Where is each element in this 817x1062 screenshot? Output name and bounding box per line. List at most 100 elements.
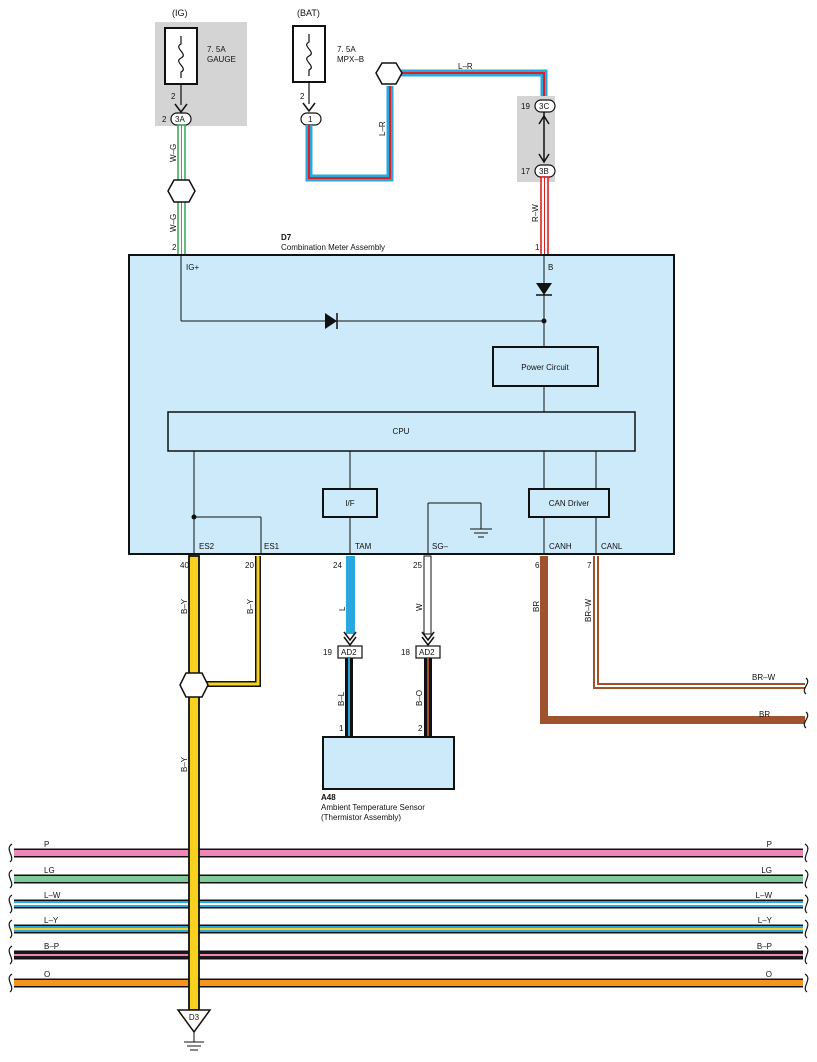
can-driver-label: CAN Driver — [549, 499, 590, 508]
break-mark-icon — [804, 843, 809, 863]
fuse-ig-element-icon — [178, 36, 184, 78]
fuse-ig-rating: 7. 5A — [207, 45, 226, 54]
sensor-name: Ambient Temperature Sensor — [321, 803, 425, 812]
break-mark-icon — [8, 894, 13, 914]
terminal-es1-label: ES1 — [264, 542, 280, 551]
ambient-temperature-sensor: A48 Ambient Temperature Sensor (Thermist… — [321, 736, 455, 822]
wire-l-r: L–R L–R — [305, 62, 548, 182]
bus-label-left: P — [44, 840, 49, 849]
meter-name: Combination Meter Assembly — [281, 243, 385, 252]
sensor-body — [322, 736, 455, 790]
sensor-code: A48 — [321, 793, 336, 802]
wire-ig-upper-label: W–G — [169, 144, 178, 162]
terminal-es2-label: ES2 — [199, 542, 215, 551]
fuse-ig: (IG) 7. 5A GAUGE 2 3A 2 — [155, 8, 247, 126]
break-mark-icon — [8, 869, 13, 889]
meter-pin-ig: 2 — [172, 243, 177, 252]
break-mark-icon — [804, 973, 809, 993]
terminal-ig-label: IG+ — [186, 263, 199, 272]
bus-label-right: B–P — [757, 942, 772, 951]
break-mark-icon — [804, 869, 809, 889]
meter-pin-es2: 40 — [180, 561, 189, 570]
wire-tam-label: L — [338, 606, 347, 611]
break-mark-icon — [8, 843, 13, 863]
bus-label-right: L–W — [756, 891, 773, 900]
wire-canh-right-label: BR — [759, 710, 770, 719]
bus-label-right: O — [766, 970, 772, 979]
sensor-pin-1: 1 — [339, 724, 344, 733]
connector-ad2-18-label: AD2 — [419, 648, 435, 657]
meter-pin-tam: 24 — [333, 561, 342, 570]
terminal-canh-label: CANH — [549, 542, 572, 551]
terminal-b-label: B — [548, 263, 553, 272]
can-driver-block — [528, 488, 610, 518]
bus-label-left: B–P — [44, 942, 59, 951]
meter-pin-sg: 25 — [413, 561, 422, 570]
ground-d3-label: D3 — [189, 1013, 200, 1022]
fuse-bat-arrow-icon — [302, 102, 316, 113]
break-mark-icon — [804, 894, 809, 914]
wire-ig-lower-label: W–G — [169, 214, 178, 232]
wire-sg: 25 W AD2 18 B–O 2 — [401, 555, 441, 737]
if-block — [322, 488, 378, 518]
cpu-label: CPU — [393, 427, 410, 436]
meter-pin-canl: 7 — [587, 561, 592, 570]
fuse-bat-rating: 7. 5A — [337, 45, 356, 54]
wire-es1-label: B–Y — [246, 598, 255, 614]
wire-b-feed-label: R–W — [531, 204, 540, 222]
wire-es2-label: B–Y — [180, 598, 189, 614]
bus-label-right: LG — [761, 866, 772, 875]
diode-b-icon — [536, 283, 552, 295]
fuse-bat-source: (BAT) — [297, 8, 320, 18]
fuse-bat-name: MPX–B — [337, 55, 364, 64]
break-mark-icon — [8, 919, 13, 939]
bus-label-left: L–W — [44, 891, 61, 900]
fuse-ig-pin: 2 — [171, 92, 176, 101]
fuse-bat-element-icon — [306, 34, 312, 76]
sg-arrow-icon — [421, 631, 435, 647]
meter-pin-es1: 20 — [245, 561, 254, 570]
diode-ig-icon — [325, 313, 337, 329]
break-mark-icon — [804, 919, 809, 939]
bus-label-right: P — [767, 840, 772, 849]
junction-3c-label: 3C — [539, 102, 549, 111]
power-circuit-block — [492, 346, 599, 387]
junction-3b-label: 3B — [539, 167, 549, 176]
junction-3c-pin: 19 — [521, 102, 530, 111]
junction-down-arrow-icon — [538, 153, 550, 164]
connector-1-label: 1 — [308, 115, 313, 124]
fuse-ig-source: (IG) — [172, 8, 188, 18]
terminal-canl-label: CANL — [601, 542, 623, 551]
sensor-subname: (Thermistor Assembly) — [321, 813, 401, 822]
power-circuit-label: Power Circuit — [521, 363, 569, 372]
wire-sensor-1-label: B–L — [337, 691, 346, 706]
wire-r-w: R–W 1 — [531, 176, 549, 256]
meter-pin-canh: 6 — [535, 561, 540, 570]
wire-bat-horizontal-label: L–R — [458, 62, 473, 71]
tam-arrow-icon — [343, 631, 357, 647]
combination-meter: D7 Combination Meter Assembly IG+ B Powe… — [128, 233, 675, 555]
splice-ig — [167, 179, 196, 203]
junction-3b-pin: 17 — [521, 167, 530, 176]
break-mark-icon — [803, 677, 809, 695]
wire-can: 6 7 BR BR–W BR–W BR — [532, 556, 809, 729]
wire-canl-label: BR–W — [584, 598, 593, 622]
ground-d3: D3 — [176, 1009, 212, 1051]
connector-3a-label: 3A — [175, 115, 185, 124]
wire-w-g: W–G W–G 2 — [167, 124, 196, 256]
connector-ad2-19-label: AD2 — [341, 648, 357, 657]
bus-label-left: O — [44, 970, 50, 979]
wire-canh-label: BR — [532, 601, 541, 612]
splice-es — [179, 672, 209, 698]
fuse-bat: (BAT) 7. 5A MPX–B 2 1 — [292, 8, 364, 126]
junction-3c — [534, 99, 556, 113]
connector-ad2-18-pin: 18 — [401, 648, 410, 657]
ground-d3-triangle — [176, 1009, 212, 1034]
bus-label-left: L–Y — [44, 916, 59, 925]
break-mark-icon — [804, 945, 809, 965]
break-mark-icon — [8, 945, 13, 965]
connector-ad2-19-pin: 19 — [323, 648, 332, 657]
bus-line: L–W L–W — [8, 891, 809, 914]
